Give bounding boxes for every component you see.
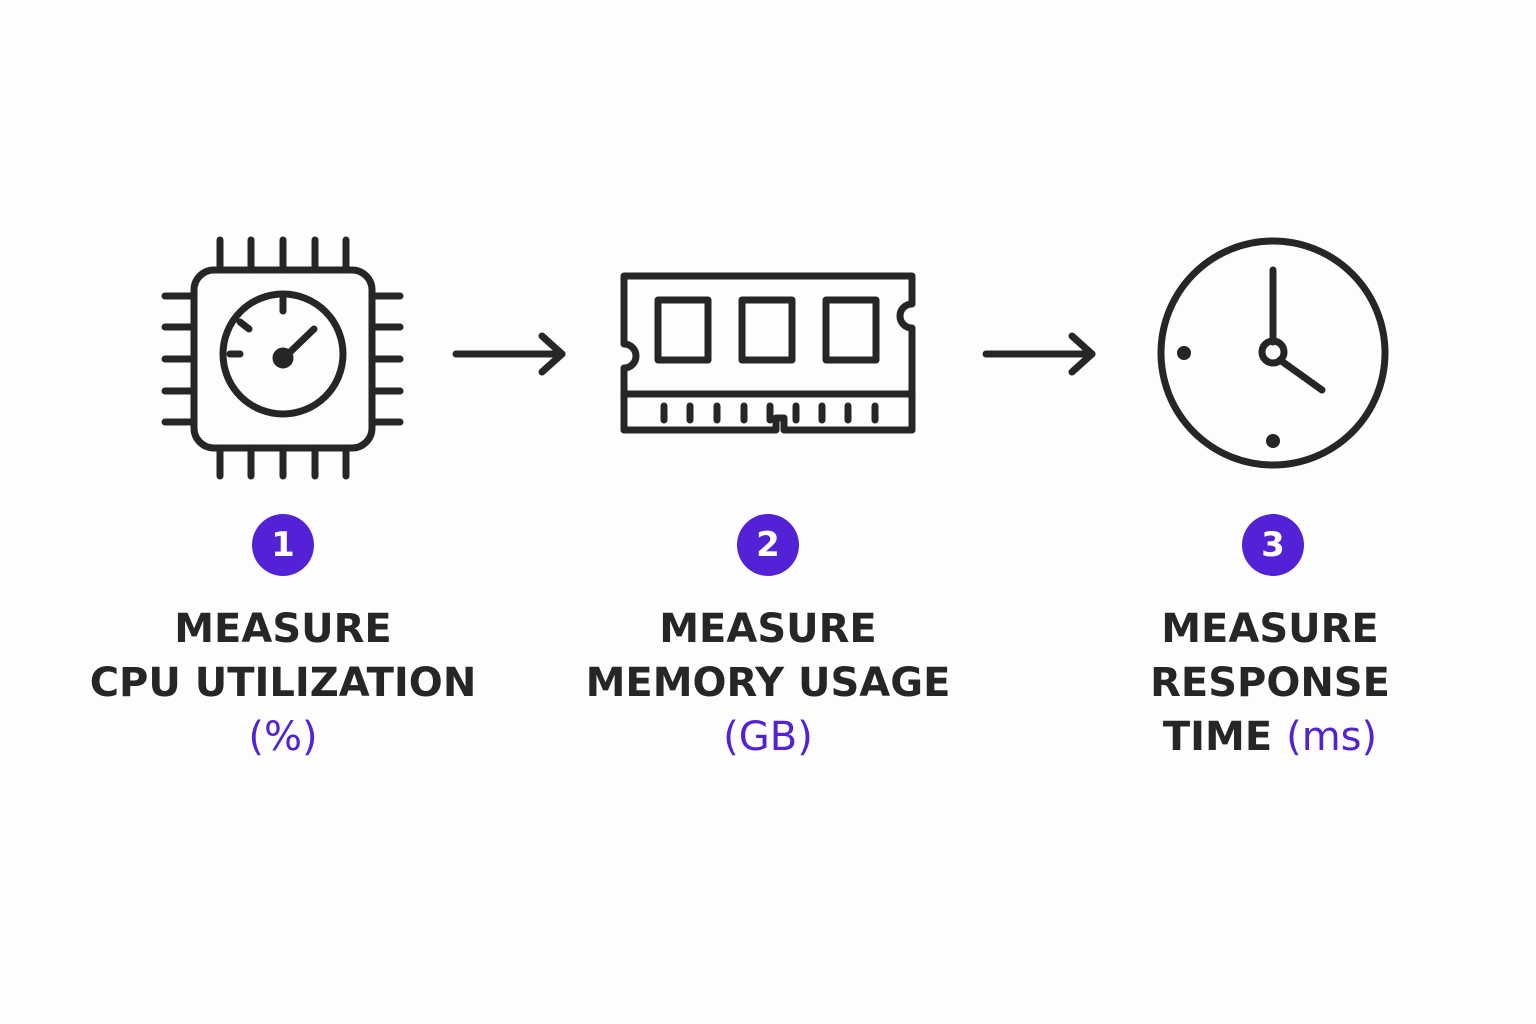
step-label: MEASURE CPU UTILIZATION (%): [83, 602, 483, 764]
step-label-line: TIME (ms): [1070, 710, 1470, 764]
step-label-text: TIME: [1162, 714, 1273, 760]
step-number-badge: 1: [252, 514, 314, 576]
step-number-badge: 2: [737, 514, 799, 576]
step-label-line: RESPONSE: [1150, 660, 1390, 706]
arrow-right-icon: [982, 332, 1102, 376]
unit-label: (GB): [723, 714, 813, 760]
step-label-line: MEASURE: [659, 606, 877, 652]
cpu-gauge-icon: [160, 236, 406, 482]
step-number-badge: 3: [1242, 514, 1304, 576]
step-label-line: MEASURE: [1161, 606, 1379, 652]
clock-icon: [1154, 236, 1392, 474]
step-label: MEASURE RESPONSE TIME (ms): [1070, 602, 1470, 764]
step-label-line: MEMORY USAGE: [585, 660, 951, 706]
memory-module-icon: [618, 270, 918, 438]
step-label: MEASURE MEMORY USAGE (GB): [568, 602, 968, 764]
arrow-right-icon: [452, 332, 572, 376]
unit-label: (ms): [1286, 714, 1378, 760]
step-label-line: MEASURE: [174, 606, 392, 652]
step-label-line: CPU UTILIZATION: [89, 660, 477, 706]
unit-label: (%): [248, 714, 318, 760]
